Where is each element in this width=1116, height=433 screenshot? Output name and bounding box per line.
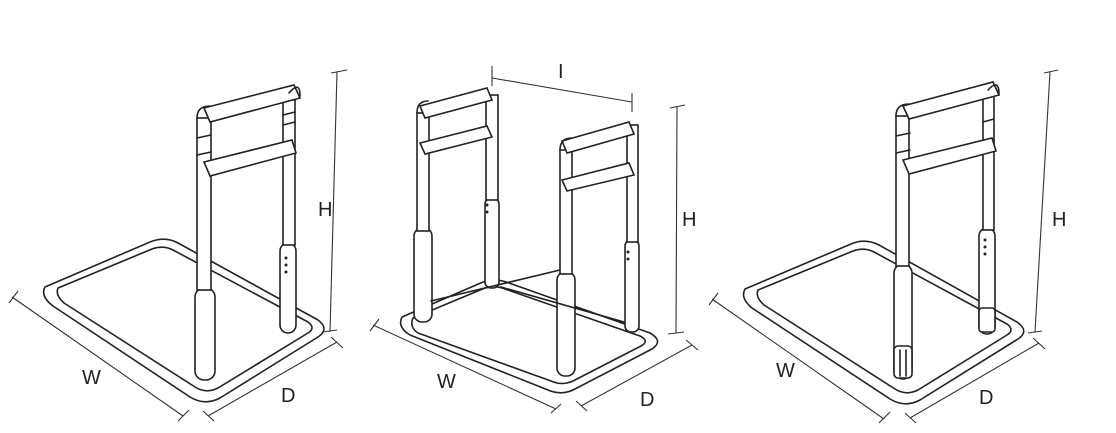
rear-pole	[978, 95, 996, 335]
hand-rails	[895, 81, 1001, 175]
height-label: H	[682, 209, 696, 231]
depth-label: D	[640, 389, 654, 411]
dimension-lines	[369, 66, 699, 414]
height-label: H	[1052, 209, 1066, 231]
base-plate	[42, 238, 325, 403]
figure-single-left: W D H	[8, 69, 348, 422]
dimension-lines	[8, 69, 348, 422]
width-label: W	[437, 371, 456, 393]
figure-double-center: W D H I	[369, 61, 699, 414]
right-frame	[556, 121, 640, 377]
hand-rails	[196, 84, 302, 177]
dimension-lines	[708, 69, 1059, 424]
base-plate	[399, 279, 659, 394]
width-label: W	[776, 360, 795, 382]
connecting-rail	[430, 269, 625, 323]
front-pole	[194, 117, 216, 381]
height-label: H	[318, 199, 332, 221]
depth-label: D	[979, 387, 993, 409]
left-frame	[413, 87, 500, 323]
base-plate	[742, 240, 1025, 405]
front-pole	[893, 115, 913, 380]
interval-label: I	[558, 61, 564, 83]
rear-pole	[279, 99, 297, 334]
width-label: W	[82, 367, 101, 389]
figure-single-right: W D H	[708, 69, 1066, 424]
depth-label: D	[281, 385, 295, 407]
